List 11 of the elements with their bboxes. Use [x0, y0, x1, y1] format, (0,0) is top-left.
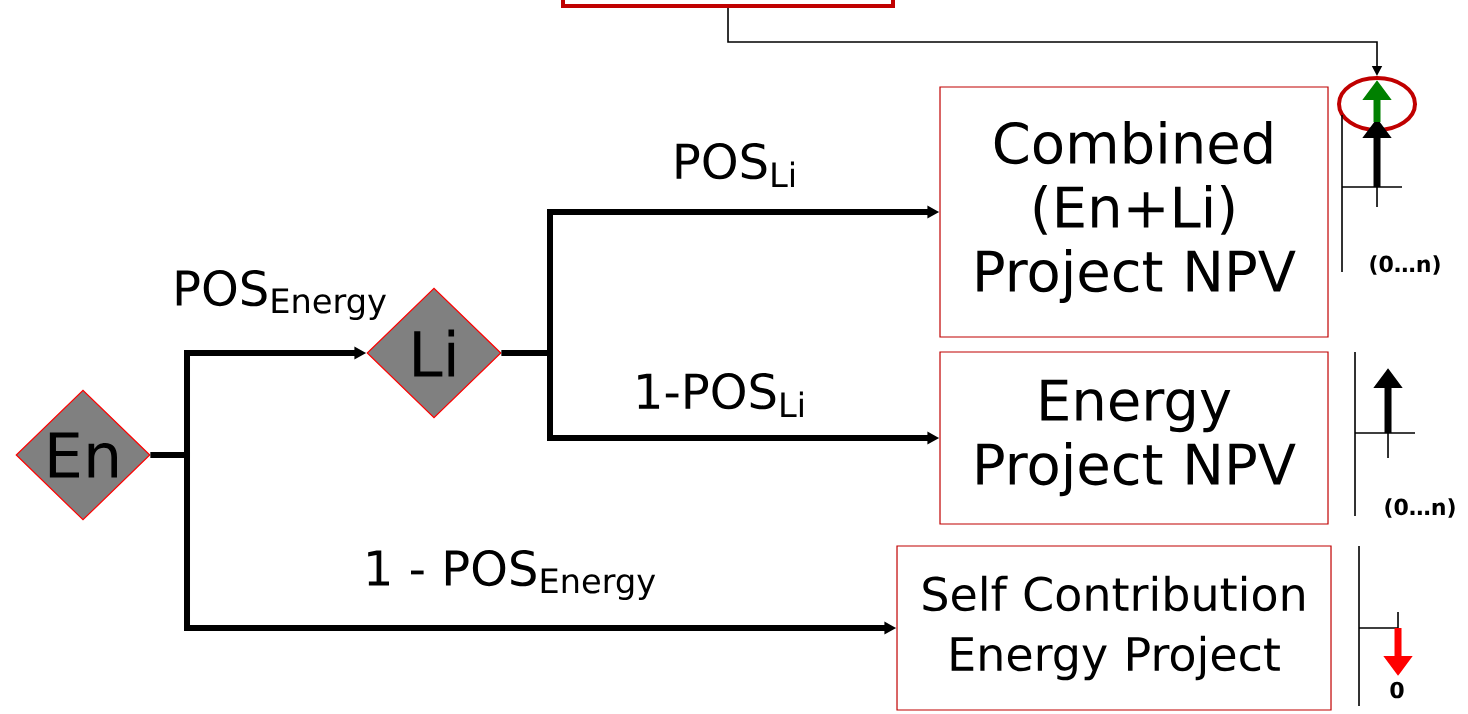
edge-label: 1-POS$_{Li}$	[630, 371, 810, 419]
outcome-box: Combined (En+Li) Project NPV	[939, 86, 1329, 338]
axis-label: 0	[1390, 681, 1404, 699]
axis-label: (0…n)	[1385, 498, 1455, 518]
outcome-box: Energy Project NPV	[939, 351, 1329, 525]
outcome-box: Self Contribution Energy Project	[896, 545, 1332, 711]
highlight-ellipse	[1337, 76, 1417, 132]
edge-label: POS$_{Li}$	[669, 141, 801, 189]
empty-box	[561, 0, 895, 8]
axis-label: (0…n)	[1370, 255, 1440, 275]
edge-label: 1 - POS$_{Energy}$	[360, 547, 660, 603]
